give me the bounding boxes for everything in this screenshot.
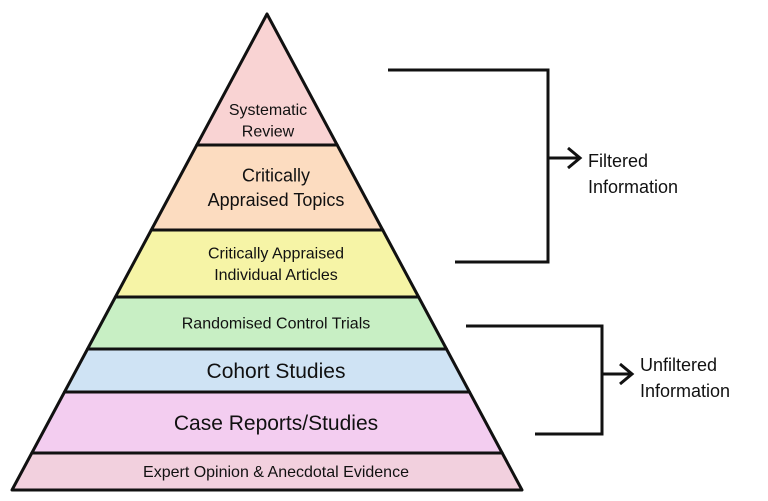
unfiltered-bracket: Unfiltered Information	[466, 324, 730, 436]
tier-label-critically-appraised-topics-line-2: Appraised Topics	[208, 190, 345, 210]
tier-critically-appraised-articles	[113, 228, 421, 299]
tier-expert-opinion	[10, 451, 524, 492]
tier-label-critically-appraised-articles-line-2: Individual Articles	[214, 267, 338, 284]
unfiltered-arrow-icon	[619, 362, 635, 386]
unfiltered-label-line-2: Information	[640, 381, 730, 401]
filtered-label-line-1: Filtered	[588, 151, 648, 171]
filtered-arrow-icon	[567, 146, 583, 170]
unfiltered-label-line-1: Unfiltered	[640, 355, 717, 375]
tier-label-randomised-control-trials-line-1: Randomised Control Trials	[182, 316, 371, 333]
tier-label-critically-appraised-topics-line-1: Critically	[242, 166, 310, 186]
filtered-bracket: Filtered Information	[388, 68, 678, 264]
tier-label-cohort-studies-line-1: Cohort Studies	[207, 360, 346, 383]
tier-label-systematic-review-line-2: Review	[242, 123, 295, 140]
tier-label-expert-opinion-line-1: Expert Opinion & Anecdotal Evidence	[143, 464, 409, 481]
tier-label-systematic-review-line-1: Systematic	[229, 102, 307, 119]
tier-label-case-reports-line-1: Case Reports/Studies	[174, 412, 378, 435]
filtered-label-line-2: Information	[588, 177, 678, 197]
filtered-bracket-line	[388, 68, 578, 264]
unfiltered-bracket-line	[466, 324, 630, 436]
tier-label-critically-appraised-articles-line-1: Critically Appraised	[208, 245, 344, 262]
tier-critically-appraised-topics	[149, 143, 385, 232]
